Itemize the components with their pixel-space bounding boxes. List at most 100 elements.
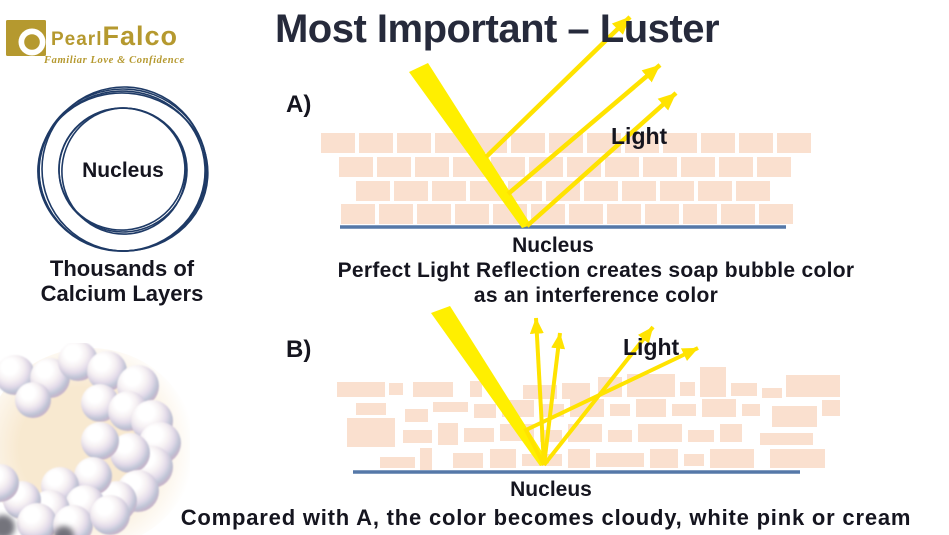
pearlfalco-logo-icon	[6, 20, 46, 56]
diagram-b-caption: Compared with A, the color becomes cloud…	[180, 505, 912, 530]
calcium-brick	[638, 424, 682, 442]
calcium-brick	[683, 204, 717, 224]
pearl-shadow	[54, 526, 74, 535]
calcium-brick	[584, 181, 618, 201]
calcium-brick	[720, 424, 742, 442]
calcium-brick	[607, 204, 641, 224]
calcium-brick	[413, 382, 453, 397]
calcium-brick	[739, 133, 773, 153]
circle-caption-line2: Calcium Layers	[40, 281, 204, 306]
calcium-brick	[493, 204, 527, 224]
calcium-brick	[433, 402, 468, 412]
calcium-brick	[622, 181, 656, 201]
calcium-brick	[698, 181, 732, 201]
brand-tagline: Familiar Love & Confidence	[44, 55, 185, 66]
calcium-brick	[420, 448, 432, 470]
calcium-brick	[339, 157, 373, 177]
calcium-brick	[500, 424, 534, 441]
nacre-layers-b	[337, 367, 840, 470]
calcium-brick	[567, 157, 601, 177]
calcium-brick	[540, 404, 564, 417]
calcium-brick	[380, 457, 415, 468]
calcium-brick	[470, 381, 482, 397]
calcium-brick	[568, 424, 602, 442]
calcium-brick	[502, 400, 534, 417]
brand-part-pearl: Pearl	[51, 29, 103, 50]
calcium-brick	[569, 204, 603, 224]
nacre-layers-a	[321, 133, 811, 224]
calcium-brick	[432, 181, 466, 201]
calcium-brick	[777, 133, 811, 153]
calcium-brick	[470, 181, 504, 201]
calcium-brick	[389, 383, 403, 395]
calcium-brick	[337, 382, 385, 397]
calcium-brick	[474, 404, 496, 418]
calcium-brick	[508, 181, 542, 201]
calcium-brick	[688, 430, 714, 442]
diagram-a-label: A)	[286, 91, 312, 118]
calcium-brick	[405, 409, 428, 422]
brand-part-falco: Falco	[102, 21, 179, 51]
calcium-brick	[731, 383, 757, 396]
circle-caption-line1: Thousands of	[49, 256, 195, 281]
calcium-brick	[598, 377, 622, 397]
calcium-brick	[377, 157, 411, 177]
calcium-brick	[680, 382, 695, 396]
calcium-brick	[681, 157, 715, 177]
calcium-brick	[490, 449, 516, 468]
calcium-brick	[522, 454, 562, 466]
calcium-brick	[379, 204, 413, 224]
diagram-a-nucleus-label: Nucleus	[512, 234, 594, 257]
calcium-brick	[786, 375, 840, 397]
calcium-brick	[760, 433, 813, 445]
calcium-brick	[415, 157, 449, 177]
calcium-brick	[568, 449, 590, 468]
incident-light-beam-b	[431, 306, 549, 466]
calcium-brick	[736, 181, 770, 201]
diagram-b-light-label: Light	[623, 334, 680, 360]
calcium-brick	[742, 404, 760, 416]
calcium-brick	[608, 430, 632, 442]
calcium-brick	[562, 383, 590, 399]
calcium-brick	[341, 204, 375, 224]
calcium-brick	[596, 453, 644, 467]
calcium-brick	[650, 449, 678, 468]
calcium-brick	[627, 374, 675, 397]
calcium-brick	[549, 133, 583, 153]
calcium-brick	[610, 404, 630, 416]
calcium-brick	[762, 388, 782, 398]
calcium-brick	[660, 181, 694, 201]
calcium-brick	[511, 133, 545, 153]
slide-title: Most Important – Luster	[274, 7, 720, 51]
calcium-brick	[759, 204, 793, 224]
calcium-brick	[757, 157, 791, 177]
calcium-brick	[473, 133, 507, 153]
calcium-brick	[605, 157, 639, 177]
calcium-brick	[684, 454, 704, 466]
calcium-brick	[394, 181, 428, 201]
calcium-brick	[710, 449, 754, 468]
calcium-brick	[721, 204, 755, 224]
calcium-brick	[417, 204, 451, 224]
calcium-brick	[523, 385, 557, 399]
circle-caption: Thousands of Calcium Layers	[8, 256, 236, 306]
calcium-brick	[701, 133, 735, 153]
pearl-necklace-image	[0, 343, 190, 535]
calcium-brick	[636, 399, 666, 417]
calcium-brick	[570, 399, 604, 417]
calcium-brick	[403, 430, 432, 443]
pearl	[17, 503, 57, 535]
diagram-b-nucleus-label: Nucleus	[510, 478, 592, 501]
calcium-brick	[643, 157, 677, 177]
pearl	[90, 495, 130, 535]
calcium-brick	[453, 453, 483, 468]
calcium-brick	[453, 157, 487, 177]
calcium-brick	[321, 133, 355, 153]
calcium-brick	[772, 406, 817, 427]
calcium-brick	[645, 204, 679, 224]
calcium-brick	[663, 133, 697, 153]
pearl	[81, 422, 119, 460]
calcium-brick	[702, 399, 736, 417]
calcium-brick	[531, 204, 565, 224]
